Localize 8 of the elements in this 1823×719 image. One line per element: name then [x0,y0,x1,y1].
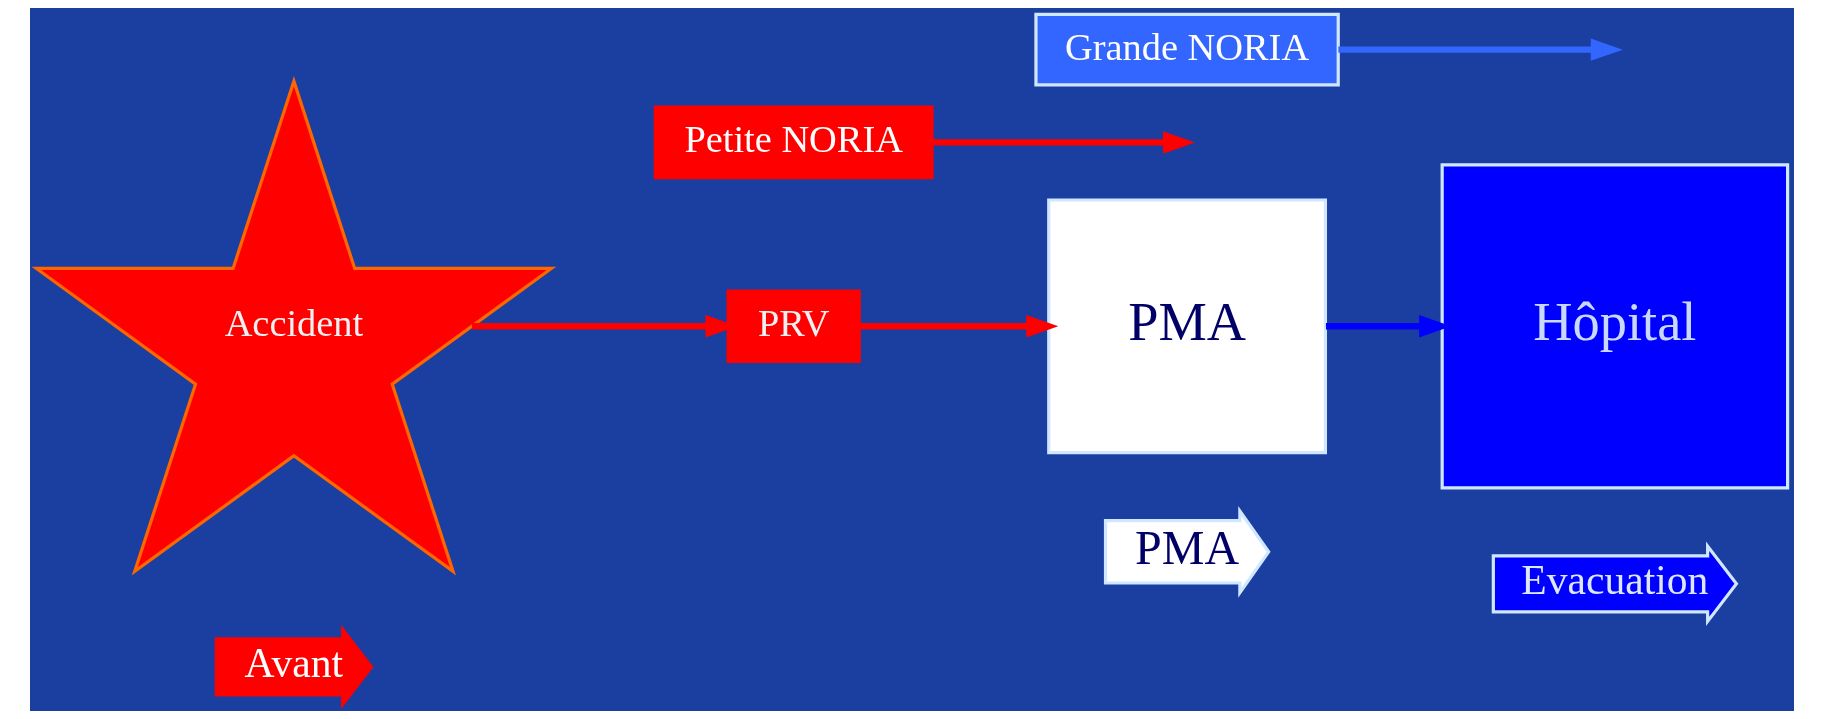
node-box: Hôpital [1440,163,1789,490]
node-box: PMA [1046,198,1327,455]
arrow [858,315,1058,338]
node-box: PRV [726,289,861,364]
node-box: Petite NORIA [653,105,934,180]
node-box: Grande NORIA [1033,12,1340,87]
arrow [931,131,1195,154]
arrow [1337,38,1623,61]
